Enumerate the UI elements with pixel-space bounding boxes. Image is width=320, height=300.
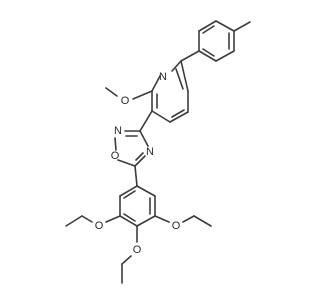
bond-biaryl — [180, 50, 200, 62]
bond-tolyl-5 — [215, 50, 235, 62]
bond-lines — [65, 20, 251, 284]
bond-ethoxy-left-3 — [65, 215, 83, 227]
bond-pyr-5 — [169, 111, 189, 123]
bond-oxa-3 — [117, 159, 136, 167]
bond-oxa-double-b — [135, 152, 144, 161]
atom-n-oxadiazole-top: N — [114, 125, 122, 137]
atom-o-ethoxy-left: O — [95, 220, 104, 232]
atom-o-oxadiazole: O — [111, 150, 120, 162]
atom-o-ethoxy-right: O — [172, 220, 181, 232]
atom-n-oxadiazole-right: N — [146, 146, 154, 158]
atom-o-ethoxy-bottom: O — [133, 244, 142, 256]
bond-ethoxy-left-2 — [81, 215, 93, 223]
molecule-structure-diagram: N O N O N O O O — [65, 20, 251, 284]
atom-n-pyridine: N — [159, 71, 167, 83]
bond-methoxy-2 — [105, 87, 118, 97]
bond-methoxy-1 — [132, 90, 153, 100]
bond-benz-1 — [119, 185, 138, 197]
bond-pyr-double-c — [175, 68, 184, 90]
bond-pyr-7 — [180, 60, 189, 92]
bond-oxa-aryl — [134, 165, 138, 187]
bond-benz-double-a — [123, 190, 136, 199]
bond-ethoxy-right-3 — [193, 215, 212, 227]
bond-tolyl-1 — [215, 20, 235, 32]
bond-benz-6 — [136, 185, 156, 197]
bond-ethoxy-left-1 — [105, 215, 121, 223]
atom-labels: N O N O N O O O — [95, 71, 181, 256]
bond-benz-4 — [136, 215, 156, 227]
bond-ethoxy-right-1 — [154, 215, 170, 223]
bond-tolyl-2 — [198, 20, 217, 32]
bond-pyr-1 — [171, 60, 182, 72]
bond-tolyl-double-a — [202, 25, 215, 34]
bond-oxa-5 — [139, 130, 149, 147]
bond-oxa-2 — [114, 137, 117, 151]
bond-benz-double-b — [123, 213, 136, 222]
bond-benz-3 — [119, 215, 138, 227]
bond-pyr-2 — [151, 75, 161, 92]
bond-pyr-double-b — [171, 109, 185, 118]
bond-oxa-4 — [134, 155, 146, 167]
bond-pyr-4 — [151, 110, 171, 123]
atom-o-methoxy: O — [121, 95, 130, 107]
bond-ethoxy-right-2 — [182, 215, 195, 223]
bond-pyr-oxa — [139, 110, 153, 132]
bond-ethoxy-bottom-2 — [121, 255, 132, 265]
bond-methyl — [233, 21, 251, 32]
bond-tolyl-double-b — [202, 48, 215, 57]
bond-tolyl-4 — [198, 50, 217, 62]
